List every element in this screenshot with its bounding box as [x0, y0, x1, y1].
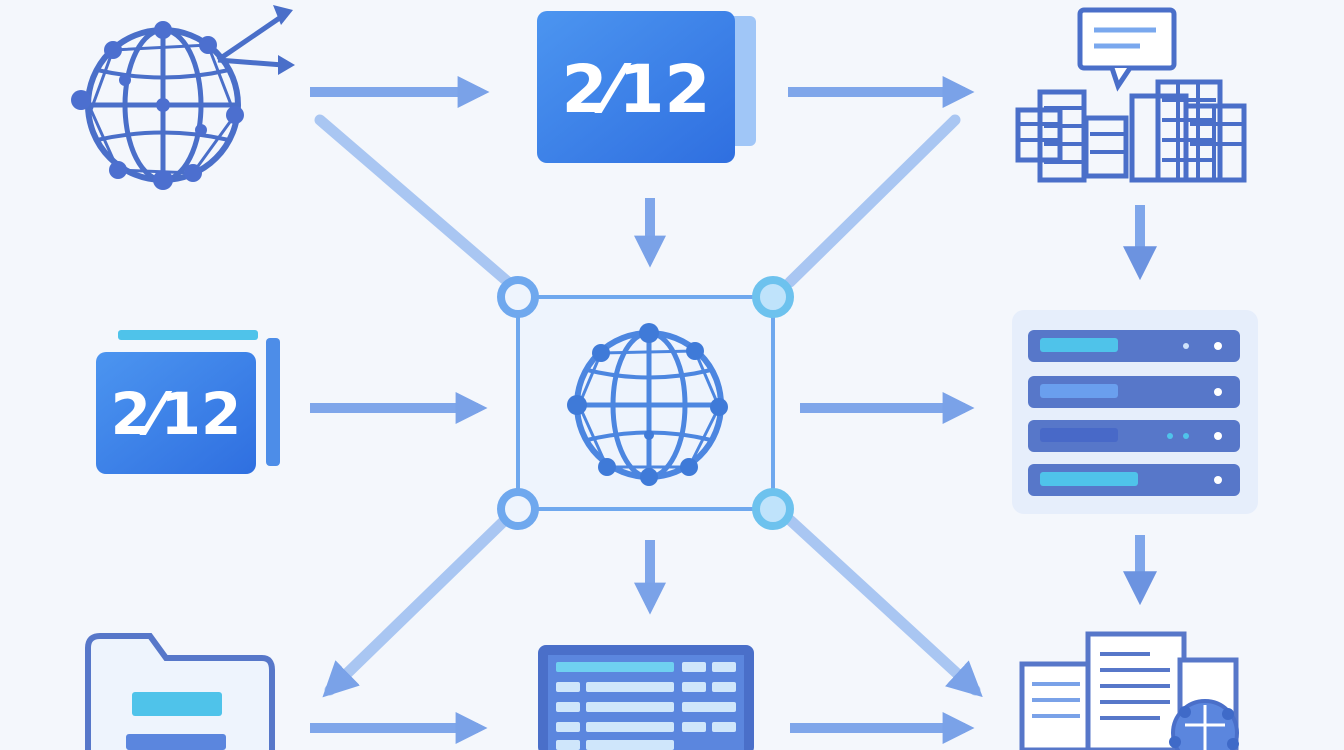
network-globe-icon [567, 323, 728, 486]
node-top-left [497, 276, 539, 318]
connector-nodes [497, 276, 794, 530]
fraction-logo-icon: 2⁄12 [537, 11, 756, 163]
connector-top-left [314, 114, 514, 288]
node-bottom-right [752, 488, 794, 530]
node-bottom-left [497, 488, 539, 530]
fraction-logo-icon: 2⁄12 [96, 330, 280, 474]
central-hub [497, 276, 794, 530]
connector-bottom-right [784, 514, 983, 698]
city-buildings-chat-icon [1015, 7, 1247, 183]
data-table-icon [538, 645, 754, 750]
connectors [314, 114, 983, 698]
node-top-right [752, 276, 794, 318]
network-globe-icon [71, 5, 295, 190]
folder-icon [85, 633, 275, 750]
server-stack-icon [1012, 310, 1258, 514]
top-logo-text: 2⁄12 [562, 51, 711, 128]
document-network-icon [1019, 631, 1239, 750]
arrows [310, 75, 1158, 745]
connector-bottom-left [322, 514, 511, 698]
left-logo-text: 2⁄12 [111, 380, 242, 448]
connector-top-right [784, 114, 961, 288]
